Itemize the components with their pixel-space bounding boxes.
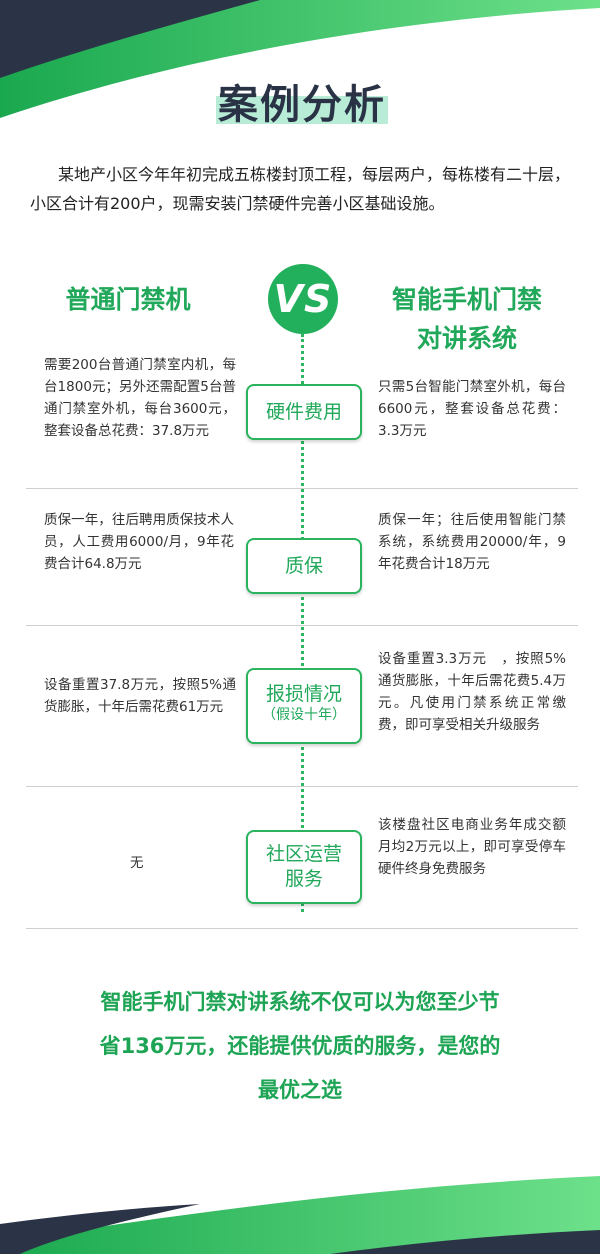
conclusion-line3: 最优之选 <box>258 1078 342 1102</box>
vs-badge: VS <box>268 264 338 334</box>
row2-right-text: 质保一年；往后使用智能门禁系统，系统费用20000/年，9年花费合计18万元 <box>378 512 566 572</box>
row4-label-text: 社区运营 <box>265 843 342 865</box>
right-heading-line2: 对讲系统 <box>416 324 517 353</box>
row4-label: 社区运营 服务 <box>246 830 362 904</box>
row4-label-text-2: 服务 <box>284 868 323 890</box>
row-divider <box>26 786 578 787</box>
left-heading: 普通门禁机 <box>65 285 191 314</box>
row1-right-text: 只需5台智能门禁室外机，每台6600元，整套设备总花费：3.3万元 <box>378 379 566 439</box>
right-heading-line1: 智能手机门禁 <box>391 285 542 314</box>
row2-left-text: 质保一年，往后聘用质保技术人员，人工费用6000/月，9年花费合计64.8万元 <box>44 512 234 572</box>
row1-label: 硬件费用 <box>246 384 362 440</box>
conclusion: 智能手机门禁对讲系统不仅可以为您至少节 省136万元，还能提供优质的服务，是您的… <box>50 980 550 1112</box>
row2-label: 质保 <box>246 538 362 594</box>
title-highlight <box>216 96 388 124</box>
page-title: 案例分析 <box>218 82 386 128</box>
conclusion-line1: 智能手机门禁对讲系统不仅可以为您至少节 <box>100 990 500 1014</box>
bottom-banner-decoration <box>0 1176 600 1254</box>
row1-left-text: 需要200台普通门禁室内机，每台1800元；另外还需配置5台普通门禁室外机，每台… <box>44 357 236 439</box>
row3-right-text: 设备重置3.3万元 ，按照5%通货膨胀，十年后需花费5.4万元。凡使用门禁系统正… <box>378 651 566 733</box>
row2-label-text: 质保 <box>284 555 323 577</box>
row-divider <box>26 488 578 489</box>
row-divider <box>26 928 578 929</box>
row3-left-text: 设备重置37.8万元，按照5%通货膨胀，十年后需花费61万元 <box>44 677 236 715</box>
center-dotted-line <box>301 334 304 912</box>
conclusion-line2: 省136万元，还能提供优质的服务，是您的 <box>99 1034 501 1058</box>
row4-right-text: 该楼盘社区电商业务年成交额月均2万元以上，即可享受停车硬件终身免费服务 <box>378 817 566 877</box>
row3-label-text: 报损情况 <box>265 683 342 705</box>
row3-sublabel-text: （假设十年） <box>262 707 346 723</box>
row1-label-text: 硬件费用 <box>265 401 342 423</box>
row3-label: 报损情况 （假设十年） <box>246 668 362 744</box>
top-banner-decoration <box>0 0 600 118</box>
row4-left-text: 无 <box>130 855 144 871</box>
row-divider <box>26 625 578 626</box>
intro-paragraph: 某地产小区今年年初完成五栋楼封顶工程，每层两户，每栋楼有二十层，小区合计有200… <box>30 165 571 213</box>
